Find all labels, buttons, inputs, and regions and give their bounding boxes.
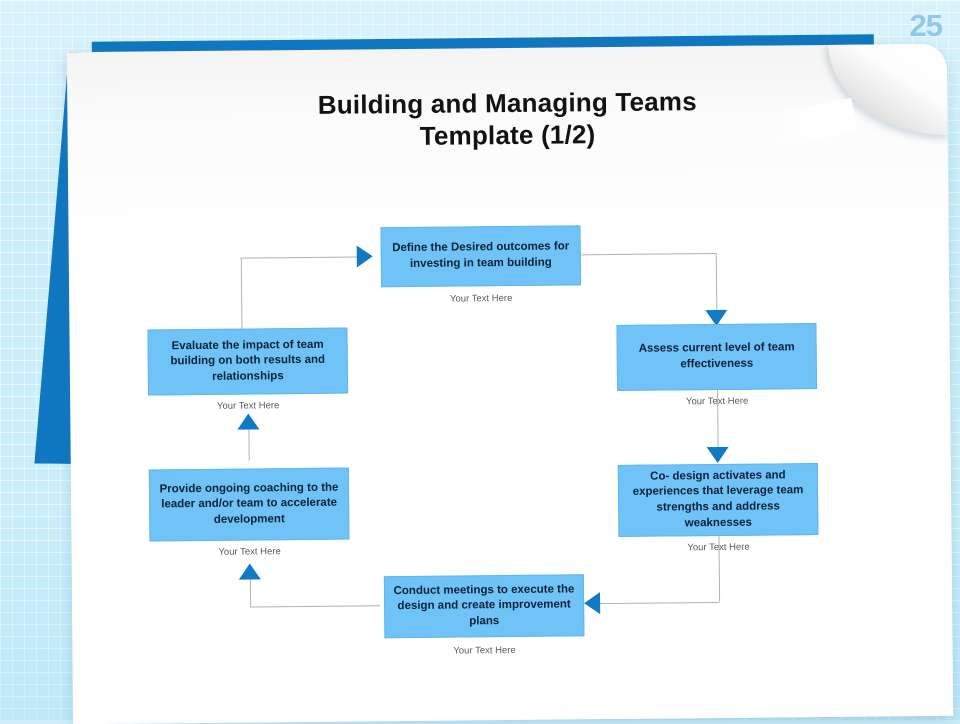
page-number: 25: [909, 8, 943, 43]
flow-caption-define-outcomes: Your Text Here: [449, 292, 513, 305]
arrow-into-coaching-icon: [238, 563, 261, 580]
connector-codesign-to-conduct-horizontal: [600, 602, 720, 605]
flow-node-conduct-meetings[interactable]: Conduct meetings to execute the design a…: [383, 574, 585, 639]
flow-node-assess-effectiveness[interactable]: Assess current level of team effectivene…: [616, 323, 818, 391]
connector-conduct-to-coaching-horizontal: [250, 605, 381, 608]
flow-caption-assess-effectiveness: Your Text Here: [685, 395, 749, 408]
arrow-into-evaluate-icon: [237, 413, 260, 430]
flow-caption-conduct-meetings: Your Text Here: [453, 644, 516, 657]
flow-caption-evaluate-impact: Your Text Here: [216, 400, 280, 412]
connector-evaluate-to-define-horizontal: [240, 256, 371, 259]
flow-node-define-outcomes[interactable]: Define the Desired outcomes for investin…: [380, 225, 582, 288]
flow-node-evaluate-impact[interactable]: Evaluate the impact of team building on …: [147, 327, 349, 396]
flowchart: Define the Desired outcomes for investin…: [67, 44, 953, 724]
arrow-into-conduct-icon: [584, 592, 601, 615]
flow-caption-co-design: Your Text Here: [687, 541, 750, 554]
arrow-into-define-icon: [356, 245, 373, 268]
connector-coaching-to-evaluate: [248, 428, 250, 461]
slide-card: Building and Managing Teams Template (1/…: [66, 43, 954, 724]
slide-card-inner: Building and Managing Teams Template (1/…: [67, 43, 953, 724]
connector-conduct-to-coaching-vertical: [249, 577, 252, 608]
flow-node-co-design[interactable]: Co- design activates and experiences tha…: [617, 463, 819, 537]
arrow-into-codesign-icon: [706, 446, 729, 464]
connector-define-to-assess-horizontal: [580, 253, 716, 256]
flow-caption-provide-coaching: Your Text Here: [218, 546, 281, 558]
flow-node-provide-coaching[interactable]: Provide ongoing coaching to the leader a…: [148, 467, 350, 542]
